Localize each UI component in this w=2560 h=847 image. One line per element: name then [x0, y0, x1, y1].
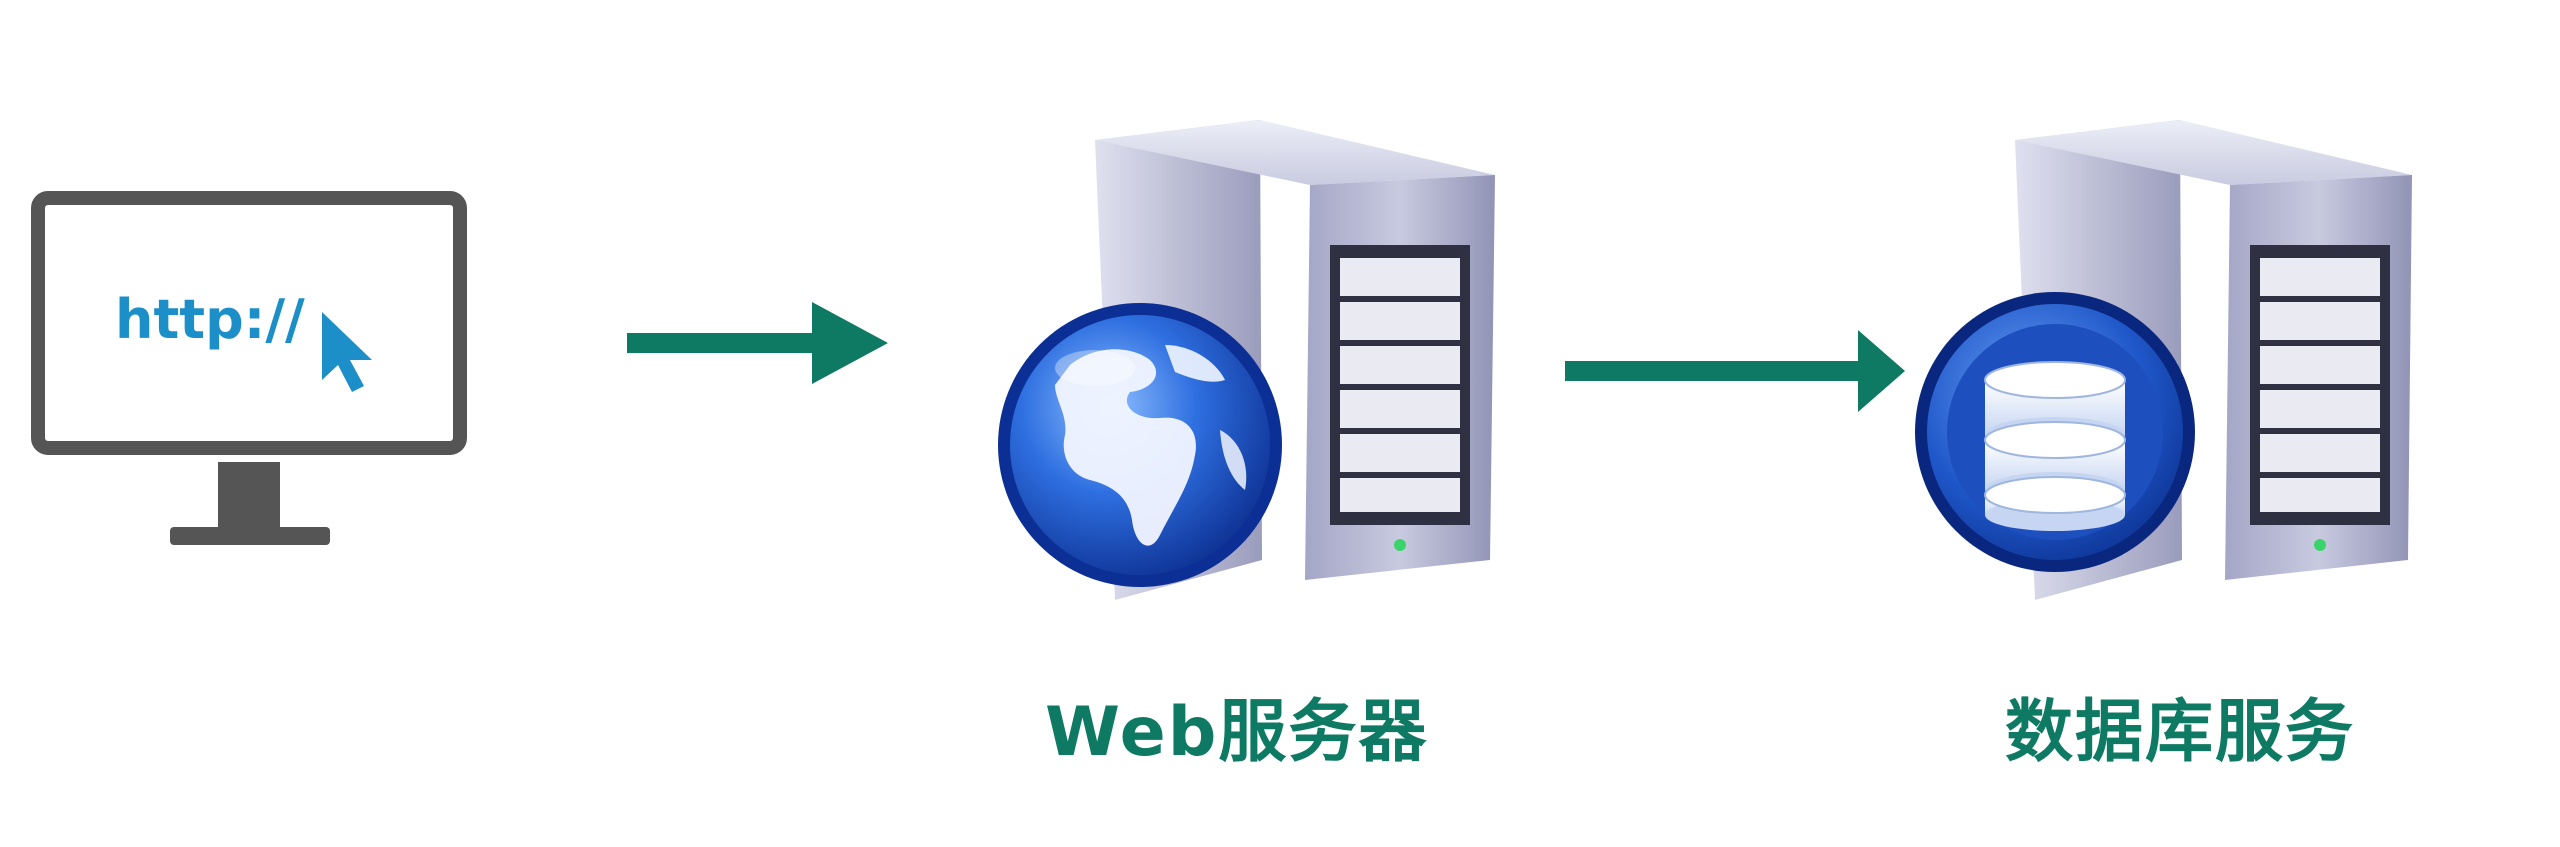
arrow-head-icon — [1858, 330, 1905, 412]
power-led — [1394, 539, 1406, 551]
monitor-stand-base — [170, 527, 330, 545]
client-browser: http:// — [31, 191, 467, 545]
arrow-head-icon — [812, 302, 888, 384]
drive-slots — [1340, 258, 1460, 512]
cursor-arrow-icon — [322, 312, 372, 392]
monitor-stand-neck — [218, 462, 280, 530]
arrow-browser-to-web — [627, 302, 888, 384]
web-server — [998, 120, 1495, 600]
tower-top-face — [1095, 120, 1495, 185]
globe-icon — [998, 303, 1282, 587]
arrow-web-to-db — [1565, 330, 1905, 412]
database-server-label: 数据库服务 — [2005, 693, 2356, 772]
web-server-label: Web服务器 — [1045, 693, 1429, 772]
power-led — [2314, 539, 2326, 551]
database-icon — [1915, 292, 2195, 572]
database-server — [1915, 120, 2412, 600]
tower-top-face — [2015, 120, 2412, 185]
drive-slots — [2260, 258, 2380, 512]
arrow-shaft — [627, 333, 827, 353]
url-text: http:// — [115, 288, 305, 351]
arrow-shaft — [1565, 361, 1870, 381]
